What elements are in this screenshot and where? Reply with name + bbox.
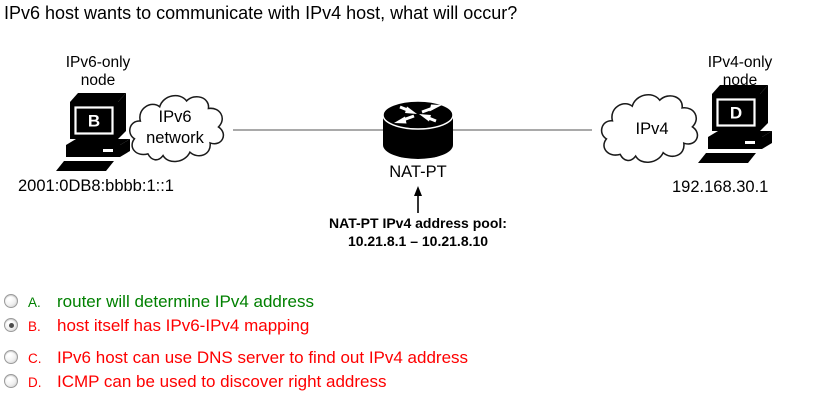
ipv6-network-cloud: [116, 90, 242, 179]
ipv4-node-label-line1: IPv4-only: [707, 54, 773, 71]
ipv4-network-cloud: [585, 89, 719, 180]
option-b-letter: B.: [28, 318, 41, 334]
pool-note-line2: 10.21.8.1 – 10.21.8.10: [347, 233, 489, 249]
computer-icon: B: [56, 93, 130, 171]
option-a-letter: A.: [28, 294, 41, 310]
ipv6-node-label-line2: node: [80, 72, 116, 89]
option-c-letter: C.: [28, 350, 42, 366]
option-b-radio[interactable]: [4, 318, 18, 332]
cloud-icon: [600, 93, 699, 163]
arrow-up-icon: [410, 186, 426, 219]
nat-pt-router: [380, 97, 456, 170]
host-d-computer: D: [698, 81, 778, 170]
ipv4-address: 192.168.30.1: [672, 178, 769, 196]
pool-note-line1: NAT-PT IPv4 address pool:: [329, 215, 507, 231]
option-d-text[interactable]: ICMP can be used to discover right addre…: [57, 372, 387, 391]
option-c-radio[interactable]: [4, 350, 18, 364]
ipv6-address: 2001:0DB8:bbbb:1::1: [18, 177, 174, 195]
link-ipv6-to-router: [233, 129, 385, 131]
router-icon: [382, 100, 454, 159]
ipv4-node-label: IPv4-only node: [690, 54, 790, 90]
host-letter: D: [730, 104, 742, 123]
router-label: NAT-PT: [389, 163, 447, 181]
ipv4-cloud-label: IPv4: [635, 120, 669, 138]
question-title: IPv6 host wants to communicate with IPv4…: [4, 3, 518, 23]
option-b-row[interactable]: B. host itself has IPv6-IPv4 mapping: [4, 316, 309, 339]
option-a-text[interactable]: router will determine IPv4 address: [57, 292, 315, 311]
option-c-row[interactable]: C. IPv6 host can use DNS server to find …: [4, 348, 468, 371]
ipv6-cloud-label: IPv6 network: [125, 107, 225, 149]
option-c-text[interactable]: IPv6 host can use DNS server to find out…: [57, 348, 469, 367]
option-a-radio[interactable]: [4, 294, 18, 308]
link-router-to-ipv4: [452, 129, 592, 131]
option-a-row[interactable]: A. router will determine IPv4 address: [4, 292, 314, 315]
option-d-letter: D.: [28, 374, 42, 390]
host-b-computer: B: [56, 89, 136, 178]
option-b-text[interactable]: host itself has IPv6-IPv4 mapping: [57, 316, 310, 335]
ipv6-node-label-line1: IPv6-only: [65, 54, 131, 71]
host-letter: B: [88, 112, 100, 131]
option-d-radio[interactable]: [4, 374, 18, 388]
computer-icon: D: [698, 85, 772, 163]
radio-dot: [8, 322, 14, 328]
ipv6-cloud-label-line2: network: [146, 129, 204, 147]
ipv4-node-label-line2: node: [722, 72, 758, 89]
ipv6-node-label: IPv6-only node: [48, 54, 148, 90]
option-d-row[interactable]: D. ICMP can be used to discover right ad…: [4, 372, 386, 395]
cloud-icon: [129, 94, 225, 163]
ipv6-cloud-label-line1: IPv6: [158, 108, 192, 126]
